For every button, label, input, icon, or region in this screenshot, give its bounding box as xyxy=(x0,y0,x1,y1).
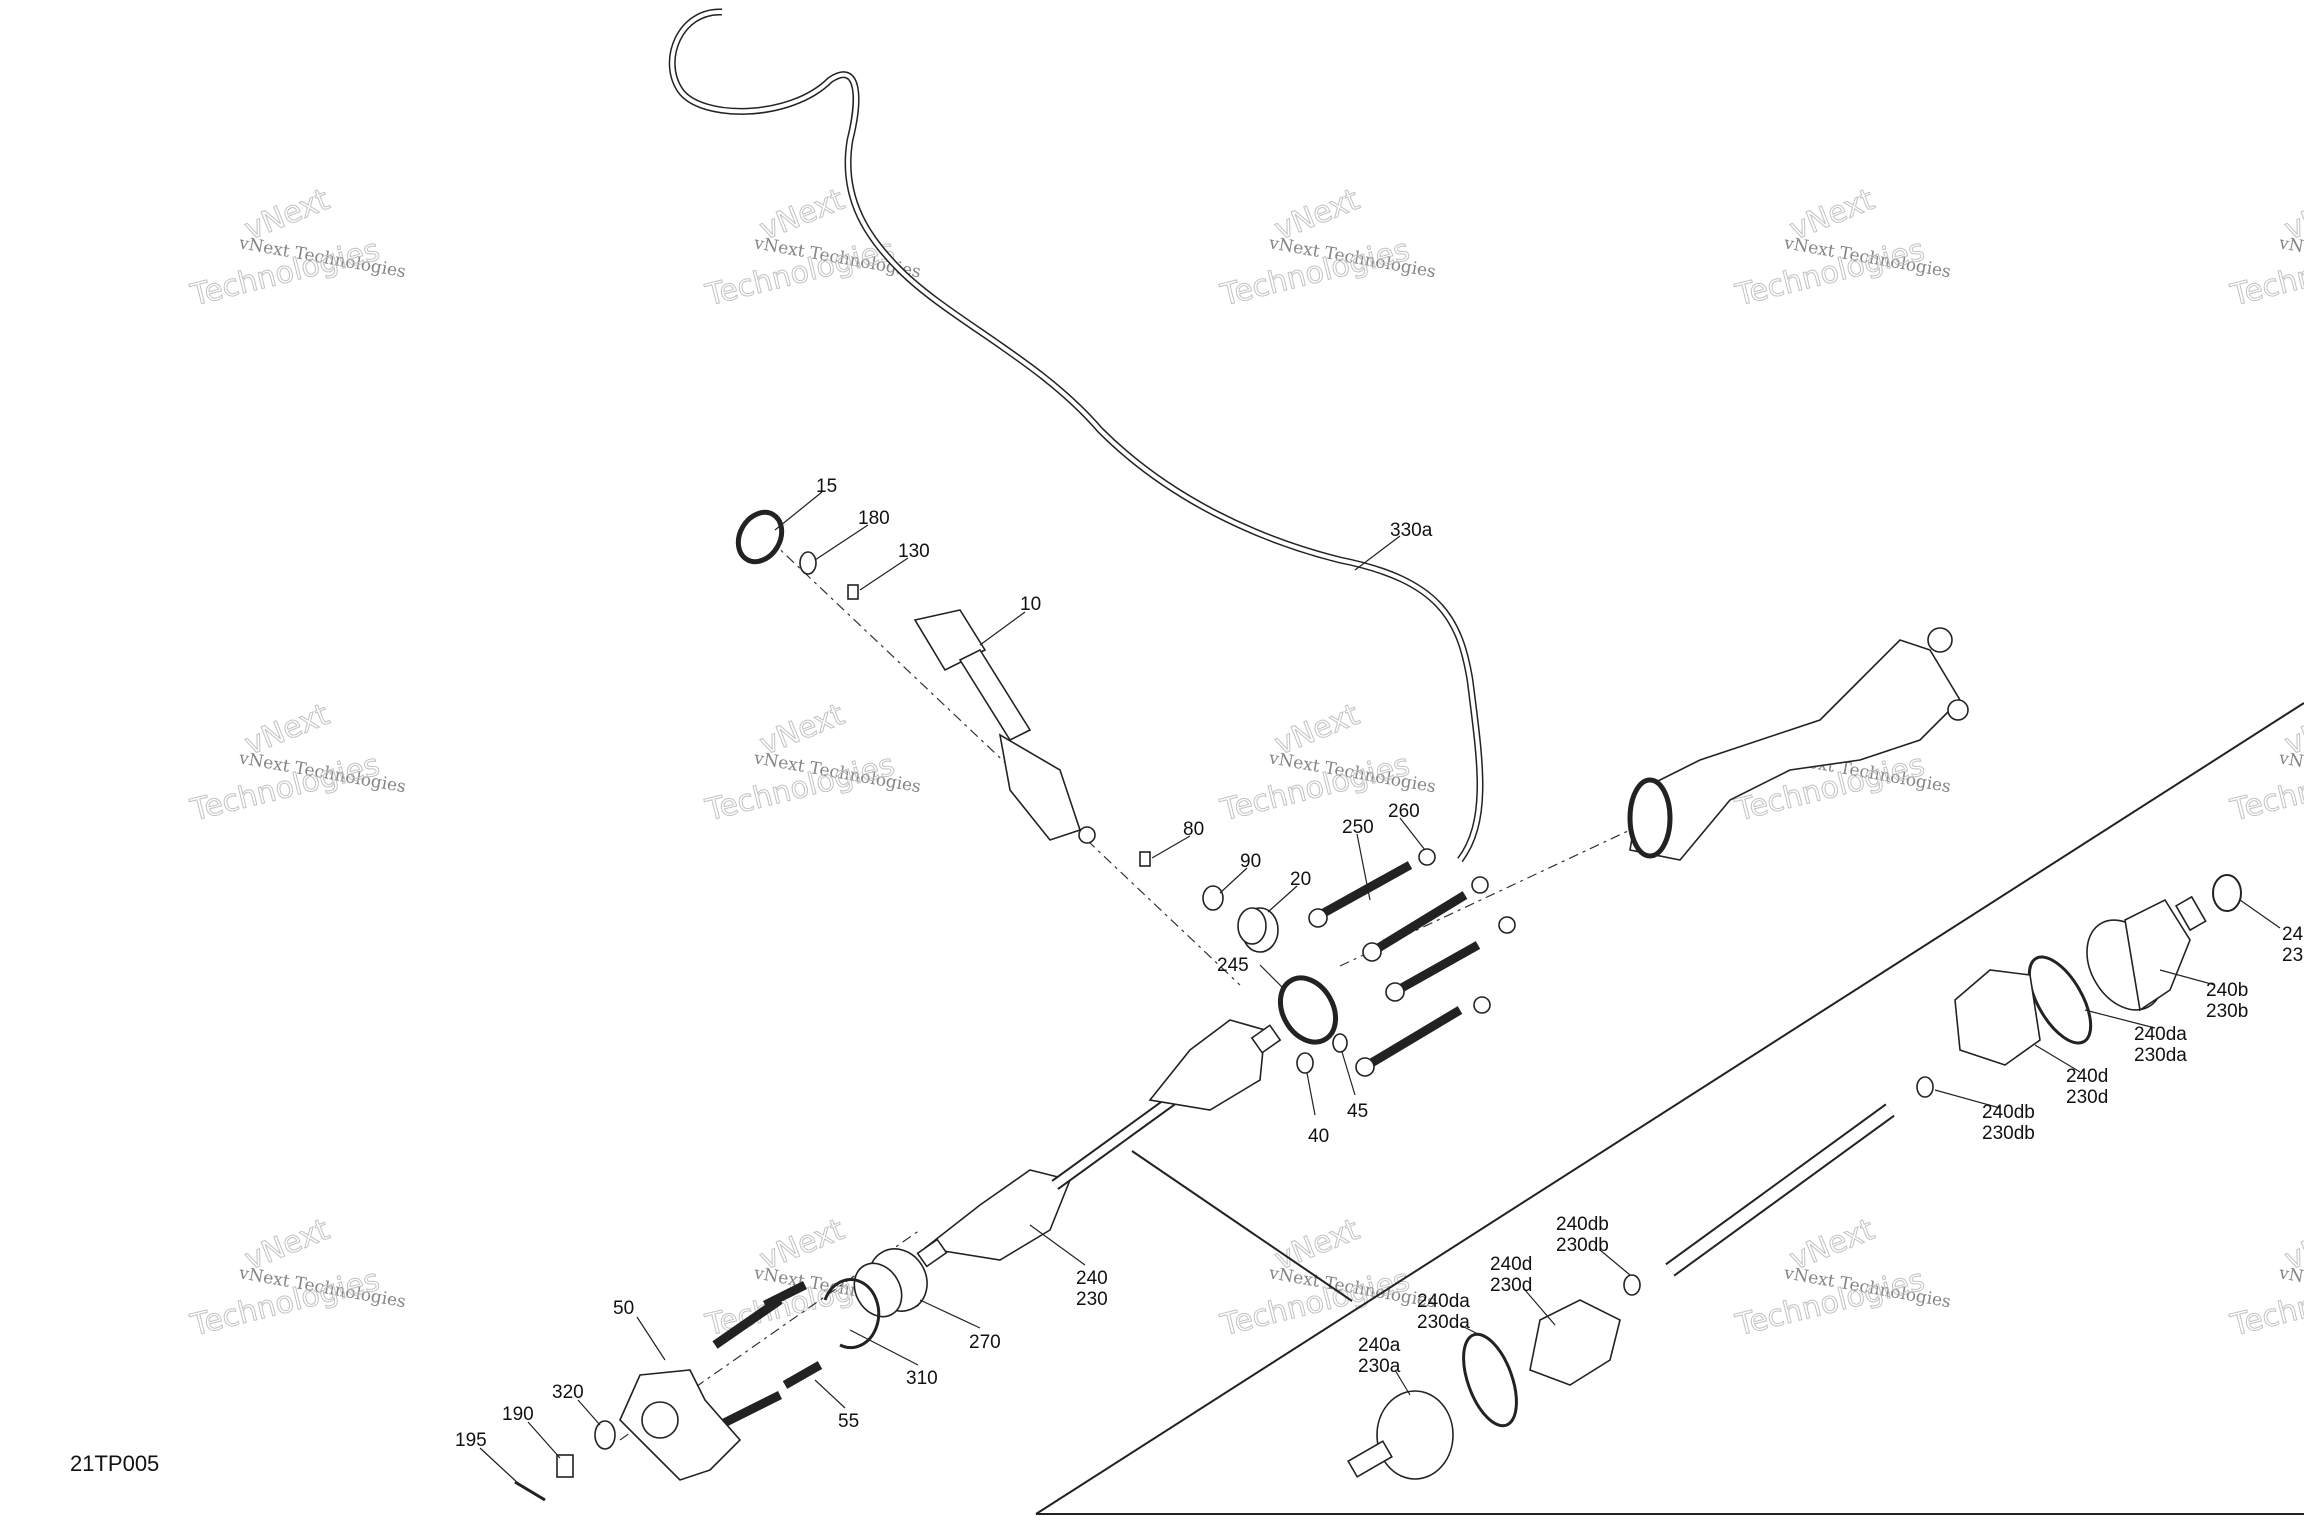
watermark: vNext vNext Technologies Technologies xyxy=(1731,182,1952,314)
callout-240da-upper[interactable]: 240da xyxy=(2134,1024,2187,1045)
callout-240b[interactable]: 240b xyxy=(2206,980,2248,1001)
part-bolt-80[interactable] xyxy=(1139,851,1151,867)
watermarks: vNext vNext Technologies Technologies vN… xyxy=(186,182,2304,1344)
leader-lines xyxy=(479,491,2281,1486)
callout-90[interactable]: 90 xyxy=(1240,851,1261,872)
callout-20[interactable]: 20 xyxy=(1290,869,1311,890)
inset-border-diagonal xyxy=(1035,702,2304,1515)
inset-ring[interactable] xyxy=(2212,874,2242,912)
callout-330a[interactable]: 330a xyxy=(1390,520,1433,541)
cable-330a-core xyxy=(670,9,1482,862)
inset-shaft[interactable] xyxy=(1665,1103,1895,1277)
callout-245[interactable]: 245 xyxy=(1217,955,1249,976)
callout-80[interactable]: 80 xyxy=(1183,819,1204,840)
inset-boot-240d-lower[interactable] xyxy=(1529,1299,1621,1386)
callout-230d-lower[interactable]: 230d xyxy=(1490,1275,1532,1296)
callout-230db-upper[interactable]: 230db xyxy=(1982,1123,2035,1144)
callout-230da-upper[interactable]: 230da xyxy=(2134,1045,2187,1066)
part-propshaft-10[interactable] xyxy=(913,609,1096,844)
inset-cv-joint-240b[interactable] xyxy=(2072,895,2207,1024)
callout-230db-lower[interactable]: 230db xyxy=(1556,1235,1609,1256)
watermark: vNext vNext Technologies Technologies xyxy=(701,697,922,829)
part-axle-240[interactable] xyxy=(916,1019,1282,1268)
part-washer-180[interactable] xyxy=(799,551,817,575)
inset-cv-joint-240a[interactable] xyxy=(1347,1390,1454,1480)
part-bolts-250[interactable] xyxy=(1308,861,1481,1077)
inset-shaft-core xyxy=(1666,1105,1894,1275)
callout-230d-upper[interactable]: 230d xyxy=(2066,1087,2108,1108)
part-hub[interactable] xyxy=(619,1369,742,1481)
callout-240da-lower[interactable]: 240da xyxy=(1417,1291,1470,1312)
callout-240-clipped[interactable]: 24 xyxy=(2282,924,2304,945)
part-bushing-20[interactable] xyxy=(1237,907,1279,953)
callout-240db-lower[interactable]: 240db xyxy=(1556,1214,1609,1235)
callout-230-clipped[interactable]: 23 xyxy=(2282,945,2303,966)
watermark: vNext vNext Technologies Technologies xyxy=(186,697,407,829)
part-washer-90[interactable] xyxy=(1202,885,1224,911)
part-studs-50[interactable] xyxy=(712,1280,808,1349)
watermark: vNext vNext Technologies Technologies xyxy=(186,182,407,314)
callout-45[interactable]: 45 xyxy=(1347,1101,1368,1122)
callout-labels: 15 180 130 10 330a 80 90 20 250 260 245 … xyxy=(455,476,2304,1451)
part-differential[interactable] xyxy=(1627,627,1969,861)
inset-pointer-line xyxy=(1131,1150,1353,1302)
inset-clamp-240db-lower[interactable] xyxy=(1623,1274,1641,1296)
part-washer-40[interactable] xyxy=(1296,1052,1314,1074)
callout-240[interactable]: 240 xyxy=(1076,1268,1108,1289)
callout-230b[interactable]: 230b xyxy=(2206,1001,2248,1022)
callout-250[interactable]: 250 xyxy=(1342,817,1374,838)
part-washer-320[interactable] xyxy=(594,1420,616,1450)
inset-clamp-240db-upper[interactable] xyxy=(1916,1076,1934,1098)
watermark: vNext vNext Technologies Technologies xyxy=(2226,1212,2304,1344)
part-bearing-270[interactable] xyxy=(845,1238,938,1325)
part-pin-130[interactable] xyxy=(847,584,859,600)
part-seal-245[interactable] xyxy=(1269,968,1346,1052)
part-seal-15[interactable] xyxy=(730,504,791,569)
callout-195[interactable]: 195 xyxy=(455,1430,487,1451)
inset-boot-240d-upper[interactable] xyxy=(1954,969,2041,1066)
watermark: vNext vNext Technologies Technologies xyxy=(2226,182,2304,314)
part-circlip-310[interactable] xyxy=(823,1278,881,1350)
callout-240a[interactable]: 240a xyxy=(1358,1335,1401,1356)
watermark: vNext vNext Technologies Technologies xyxy=(701,182,922,314)
diagram-code: 21TP005 xyxy=(70,1451,159,1476)
watermark: vNext vNext Technologies Technologies xyxy=(2226,697,2304,829)
callout-40[interactable]: 40 xyxy=(1308,1126,1329,1147)
callout-270[interactable]: 270 xyxy=(969,1332,1001,1353)
callout-15[interactable]: 15 xyxy=(816,476,837,497)
callout-240d-lower[interactable]: 240d xyxy=(1490,1254,1532,1275)
callout-230[interactable]: 230 xyxy=(1076,1289,1108,1310)
callout-190[interactable]: 190 xyxy=(502,1404,534,1425)
callout-180[interactable]: 180 xyxy=(858,508,890,529)
callout-260[interactable]: 260 xyxy=(1388,801,1420,822)
callout-230da-lower[interactable]: 230da xyxy=(1417,1312,1470,1333)
watermark: vNext vNext Technologies Technologies xyxy=(1731,1212,1952,1344)
callout-310[interactable]: 310 xyxy=(906,1368,938,1389)
callout-55[interactable]: 55 xyxy=(838,1411,859,1432)
part-nuts-260[interactable] xyxy=(1418,848,1516,1014)
callout-130[interactable]: 130 xyxy=(898,541,930,562)
callout-230a[interactable]: 230a xyxy=(1358,1356,1401,1377)
watermark: vNext vNext Technologies Technologies xyxy=(186,1212,407,1344)
callout-320[interactable]: 320 xyxy=(552,1382,584,1403)
part-studs-55[interactable] xyxy=(717,1361,823,1430)
callout-240d-upper[interactable]: 240d xyxy=(2066,1066,2108,1087)
watermark: vNext vNext Technologies Technologies xyxy=(1216,182,1437,314)
callout-10[interactable]: 10 xyxy=(1020,594,1041,615)
callout-240db-upper[interactable]: 240db xyxy=(1982,1102,2035,1123)
callout-50[interactable]: 50 xyxy=(613,1298,634,1319)
part-nut-190[interactable] xyxy=(556,1454,574,1478)
inset-clamp-240da-lower[interactable] xyxy=(1453,1327,1527,1432)
inset-clamp-240da-upper[interactable] xyxy=(2017,947,2103,1052)
part-ring-45[interactable] xyxy=(1332,1033,1348,1053)
